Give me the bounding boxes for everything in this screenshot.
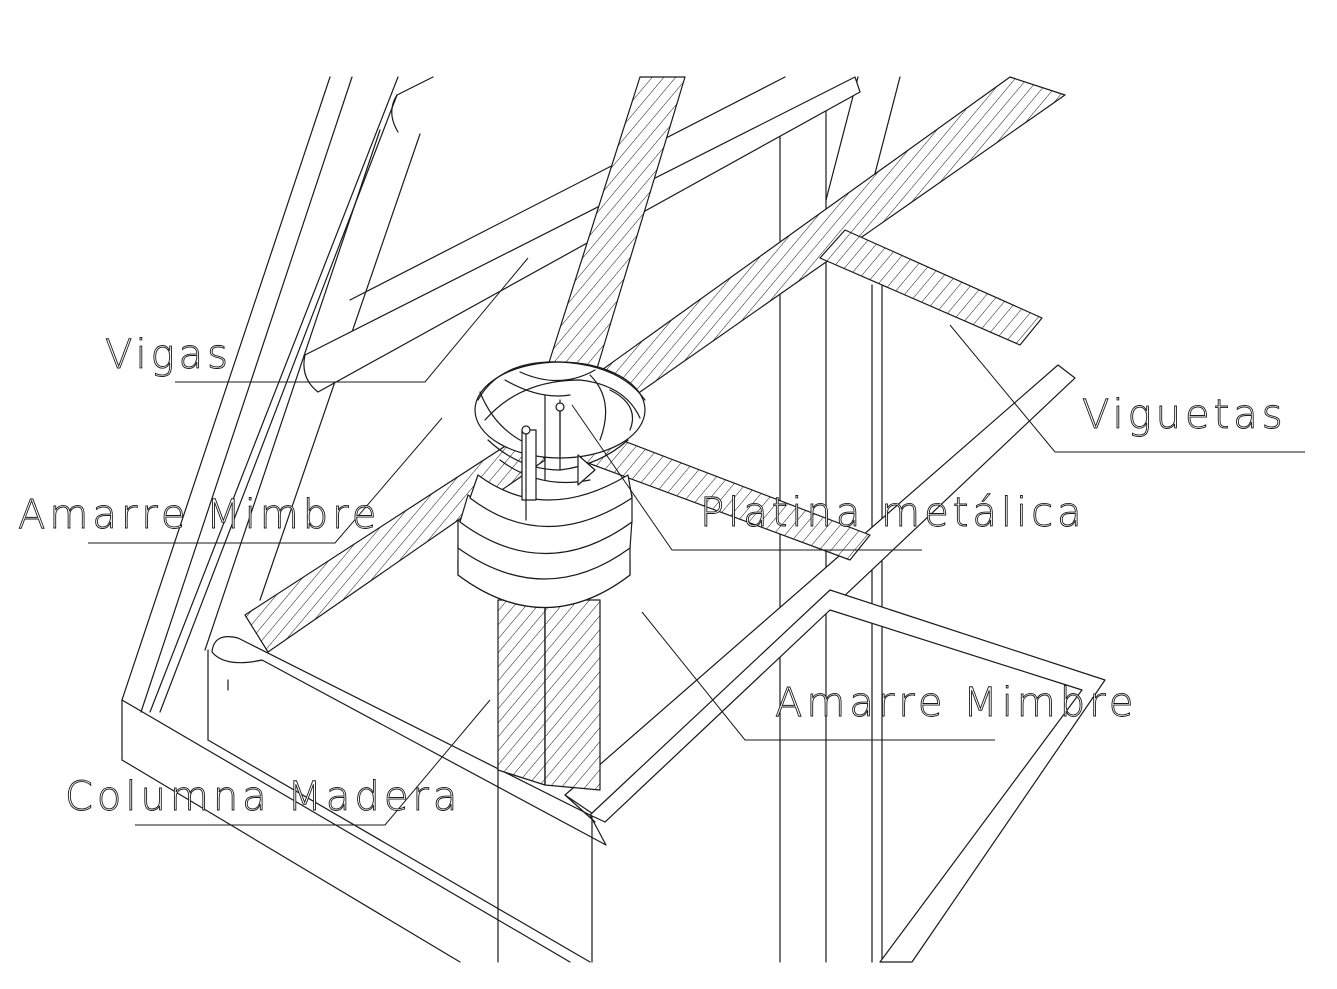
wicker-knot: [474, 361, 646, 521]
labels: Vigas Viguetas Amarre Mimbre Platina met…: [18, 332, 1287, 821]
wood-column: [497, 599, 601, 791]
label-platina-metalica: Platina metálica: [700, 490, 1086, 536]
base-rails: [121, 636, 607, 963]
label-vigas: Vigas: [105, 332, 232, 378]
label-amarre-mimbre-right: Amarre Mimbre: [775, 680, 1137, 726]
label-columna-madera: Columna Madera: [65, 774, 461, 820]
joist-right: [819, 229, 1043, 346]
label-amarre-mimbre-left: Amarre Mimbre: [18, 492, 380, 538]
right-frame-posts: [779, 76, 901, 963]
label-viguetas: Viguetas: [1082, 392, 1287, 438]
leader-lines: [88, 257, 1305, 826]
column-wicker-rings: [457, 474, 633, 608]
right-floor-frame: [564, 364, 1106, 963]
